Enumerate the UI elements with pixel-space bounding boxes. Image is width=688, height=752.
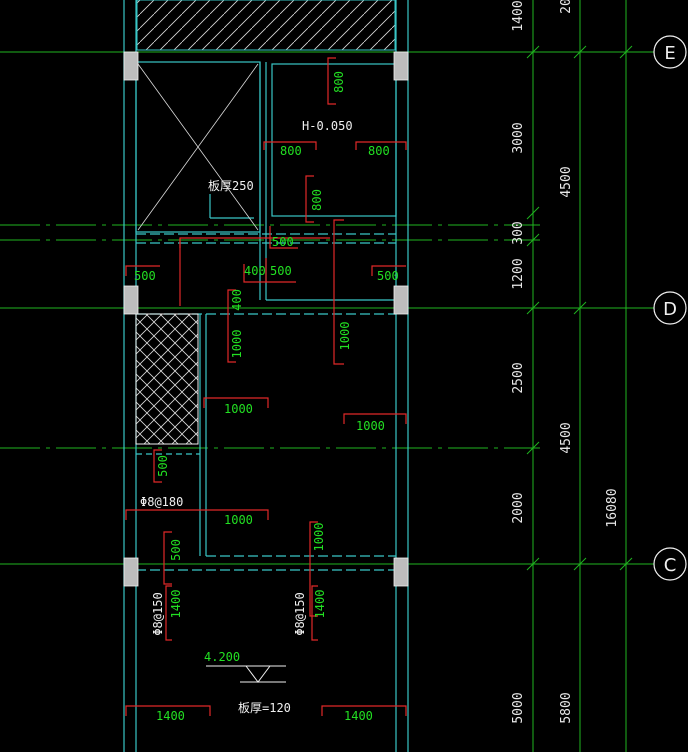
column-E-right — [393, 51, 409, 81]
rebar-label-500-right: 500 — [377, 269, 399, 283]
annotation-labels: H-0.050 板厚250 Φ8@180 Φ8@150 Φ8@150 4.200… — [140, 119, 353, 715]
label-slab-thk-250: 板厚250 — [208, 179, 254, 193]
column-D-left — [123, 285, 139, 315]
hatched-areas — [135, 0, 396, 445]
axis-bubbles: E D C — [653, 35, 687, 581]
rebar-label-500-v-a: 500 — [156, 455, 170, 477]
dim-16080: 16080 — [605, 488, 620, 527]
label-level-4200: 4.200 — [204, 650, 240, 664]
dim-1200: 1200 — [511, 258, 526, 289]
rebar-label-1000-right: 1000 — [356, 419, 385, 433]
column-D-right — [393, 285, 409, 315]
rebar-label-1400-right: 1400 — [344, 709, 373, 723]
shaft-cross-2 — [137, 63, 259, 231]
dim-1400: 1400 — [511, 0, 526, 31]
dim-5000: 5000 — [511, 692, 526, 723]
dim-2000: 2000 — [511, 492, 526, 523]
dimension-texts: 1400 20 3000 4500 300 1200 2500 4500 200… — [511, 0, 620, 724]
rebar-label-500-a: 500 — [272, 235, 294, 249]
dim-4500-mid: 4500 — [559, 422, 574, 453]
axis-bubble-E — [653, 35, 687, 69]
axis-label-E: E — [664, 43, 675, 64]
rebar-label-400-v: 400 — [230, 289, 244, 311]
dim-4500-top: 4500 — [559, 166, 574, 197]
dim-20: 20 — [559, 0, 574, 14]
rebar-label-500-b: 500 — [270, 264, 292, 278]
rebar-label-800-left: 800 — [280, 144, 302, 158]
dim-5800: 5800 — [559, 692, 574, 723]
rebar-label-1400-v-right: 1400 — [313, 590, 327, 619]
rebar-label-500-v-b: 500 — [169, 539, 183, 561]
rebar-label-800-v-mid: 800 — [310, 189, 324, 211]
rebar-label-800-right: 800 — [368, 144, 390, 158]
dim-2500: 2500 — [511, 362, 526, 393]
axis-label-D: D — [663, 299, 677, 320]
rebar-label-1000-v-left: 1000 — [230, 330, 244, 359]
dim-300: 300 — [511, 221, 526, 244]
rebar-label-400: 400 — [244, 264, 266, 278]
axis-grid-lines — [0, 0, 654, 752]
rebar-label-1000-mid-2: 1000 — [224, 513, 253, 527]
rebar-label-800-v-top: 800 — [332, 71, 346, 93]
level-marker — [206, 665, 286, 683]
rebar-label-1400-v-left: 1400 — [169, 590, 183, 619]
axis-bubble-D — [653, 291, 687, 325]
label-elevation-top: H-0.050 — [302, 119, 353, 133]
rebar-label-1000-v-low: 1000 — [312, 523, 326, 552]
label-rebar-spec-150-left: Φ8@150 — [151, 592, 165, 635]
rebar-label-1000-mid-1: 1000 — [224, 402, 253, 416]
hatch-top-shaft — [136, 0, 396, 51]
column-C-left — [123, 557, 139, 587]
dim-3000: 3000 — [511, 122, 526, 153]
rebar-length-labels: 800 800 800 800 500 400 500 500 500 400 … — [134, 71, 399, 723]
columns — [123, 51, 409, 587]
column-E-left — [123, 51, 139, 81]
walls — [123, 0, 409, 752]
label-rebar-spec-180: Φ8@180 — [140, 495, 183, 509]
pit-room — [271, 63, 397, 217]
rebar-label-1400-left: 1400 — [156, 709, 185, 723]
label-rebar-spec-150-right: Φ8@150 — [293, 592, 307, 635]
label-slab-thk-120: 板厚=120 — [238, 701, 291, 715]
hatch-stair-void — [135, 313, 199, 445]
axis-bubble-C — [653, 547, 687, 581]
rebar-lines — [125, 57, 407, 716]
column-C-right — [393, 557, 409, 587]
axis-label-C: C — [664, 555, 677, 576]
rebar-label-1000-v-right: 1000 — [338, 322, 352, 351]
dimension-ticks — [526, 45, 633, 571]
rebar-label-500-left: 500 — [134, 269, 156, 283]
